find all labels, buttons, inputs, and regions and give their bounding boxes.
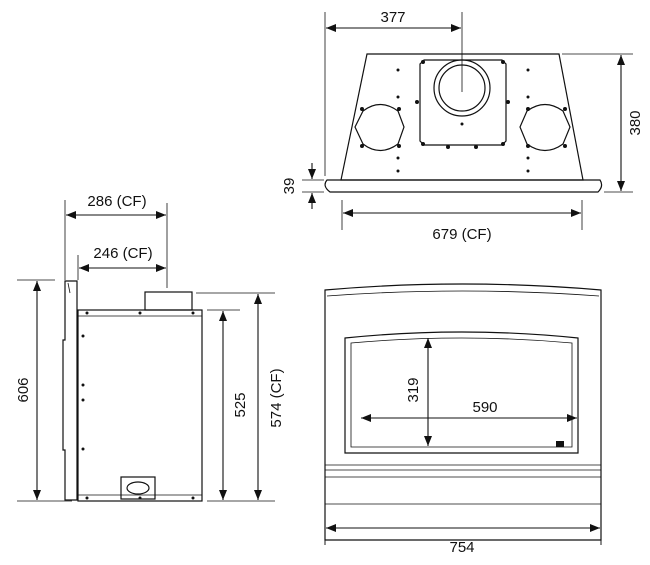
glass-window	[350, 337, 573, 448]
front-view: 319 590 754	[324, 283, 602, 556]
top-front-plate	[324, 179, 603, 193]
dim-label-246: 246 (CF)	[93, 245, 152, 262]
top-view: 377 380 39 679 (CF)	[281, 9, 644, 243]
side-flue-collar	[144, 291, 193, 311]
flue-mount-plate	[419, 59, 507, 146]
dim-label-377: 377	[380, 9, 405, 26]
dim-label-319: 319	[405, 377, 422, 402]
dim-label-525: 525	[232, 392, 249, 417]
right-vent-opening	[519, 103, 571, 152]
glass-frame	[344, 331, 579, 454]
dim-label-754: 754	[449, 539, 474, 556]
side-fixing-holes	[81, 311, 195, 500]
dim-label-679: 679 (CF)	[432, 226, 491, 243]
dim-label-574: 574 (CF)	[268, 368, 285, 427]
logo-badge	[556, 441, 564, 447]
dim-label-380: 380	[627, 110, 644, 135]
side-front-panel	[62, 280, 78, 501]
side-body	[77, 309, 203, 502]
dim-label-39: 39	[281, 178, 298, 195]
side-bottom-vent	[120, 476, 156, 500]
side-view: 286 (CF) 246 (CF) 606 525 574 (CF)	[15, 193, 285, 502]
dim-label-590: 590	[472, 399, 497, 416]
front-outline	[324, 283, 602, 541]
left-vent-opening	[354, 103, 405, 152]
fixing-holes	[360, 60, 567, 173]
dim-label-606: 606	[15, 377, 32, 402]
dim-label-286: 286 (CF)	[87, 193, 146, 210]
